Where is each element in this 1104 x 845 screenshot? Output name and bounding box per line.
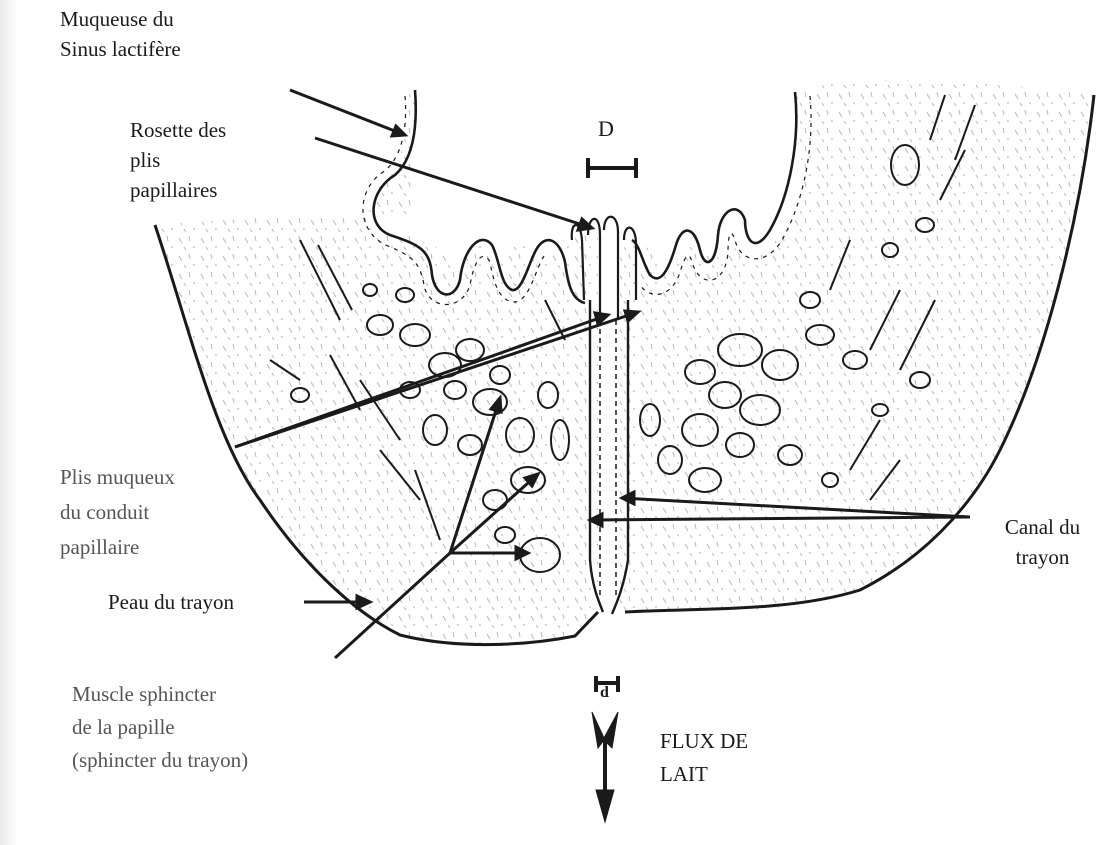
label-plis-muqueux-line3: papillaire bbox=[60, 530, 175, 565]
label-rosette: Rosette des plis papillaires bbox=[130, 115, 226, 205]
milk-flow-arrow bbox=[592, 712, 618, 822]
label-flux: FLUX DE LAIT bbox=[660, 725, 748, 791]
dimension-D-label: D bbox=[598, 116, 614, 142]
label-muqueuse-sinus: Muqueuse du Sinus lactifère bbox=[60, 4, 181, 64]
leader-muqueuse-sinus bbox=[290, 90, 405, 135]
label-flux-line2: LAIT bbox=[660, 758, 748, 791]
dimension-d-label: d bbox=[600, 684, 609, 702]
label-rosette-line2: plis bbox=[130, 145, 226, 175]
leader-rosette bbox=[315, 138, 592, 228]
label-muqueuse-sinus-line1: Muqueuse du bbox=[60, 4, 181, 34]
dimension-D-marker bbox=[588, 158, 636, 178]
label-canal: Canal du trayon bbox=[985, 512, 1100, 572]
label-peau-line1: Peau du trayon bbox=[108, 587, 234, 617]
label-muscle-sphincter-line1: Muscle sphincter bbox=[72, 678, 248, 711]
label-rosette-line3: papillaires bbox=[130, 175, 226, 205]
label-plis-muqueux-line1: Plis muqueux bbox=[60, 460, 175, 495]
label-canal-line2: trayon bbox=[985, 542, 1100, 572]
label-peau: Peau du trayon bbox=[108, 587, 234, 617]
label-rosette-line1: Rosette des bbox=[130, 115, 226, 145]
label-plis-muqueux-line2: du conduit bbox=[60, 495, 175, 530]
label-muscle-sphincter-line2: de la papille bbox=[72, 711, 248, 744]
label-plis-muqueux: Plis muqueux du conduit papillaire bbox=[60, 460, 175, 565]
label-canal-line1: Canal du bbox=[985, 512, 1100, 542]
label-muqueuse-sinus-line2: Sinus lactifère bbox=[60, 34, 181, 64]
label-flux-line1: FLUX DE bbox=[660, 725, 748, 758]
label-muscle-sphincter: Muscle sphincter de la papille (sphincte… bbox=[72, 678, 248, 777]
label-muscle-sphincter-line3: (sphincter du trayon) bbox=[72, 744, 248, 777]
